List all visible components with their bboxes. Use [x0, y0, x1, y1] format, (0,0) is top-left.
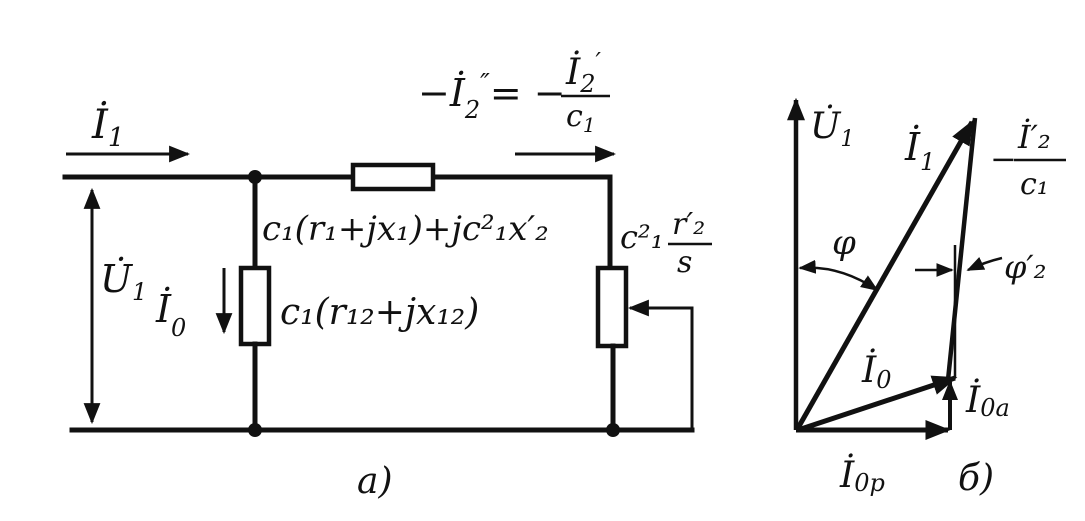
- label-phasor-u1: U̇1: [810, 105, 854, 152]
- rheostat-slider-wire: [633, 306, 694, 430]
- label-phi2: φ′₂: [1004, 248, 1047, 286]
- phasor-i0: [797, 375, 958, 433]
- caption-b: б): [958, 458, 994, 499]
- load-variable-resistor: [595, 265, 629, 349]
- angle-phi2-arrow-right: [966, 256, 1003, 272]
- caption-a: a): [357, 461, 393, 502]
- label-i2-double-prime: −İ2″= −: [418, 69, 566, 124]
- label-i0: İ0: [155, 287, 186, 342]
- label-load-numerator: r′₂: [672, 207, 705, 242]
- label-u1: U̇1: [100, 257, 147, 306]
- label-phasor-i0: İ0: [861, 349, 892, 394]
- label-series-impedance: c₁(r₁+jx₁)+jc²₁x′₂: [262, 209, 549, 249]
- series-impedance-resistor: [350, 162, 436, 192]
- label-phasor-i2-num: İ′₂: [1017, 118, 1051, 156]
- label-load-coefficient: c²₁: [620, 218, 664, 256]
- equivalent-circuit: İ1 −İ2″= − İ2′ c1 U̇1 İ0 c₁(r₁+jx₁)+jc²₁…: [62, 48, 712, 502]
- label-phasor-i0p: İ0p: [839, 454, 885, 497]
- angle-phi-arc: [798, 259, 879, 292]
- phasor-diagram: U̇1 İ1 − İ′₂ c₁ φ φ′₂ İ0 İ0a İ0p б): [787, 97, 1066, 499]
- shunt-impedance-resistor: [238, 265, 272, 347]
- label-phi: φ: [832, 223, 856, 263]
- label-phasor-i2-den: c₁: [1020, 167, 1049, 202]
- label-load-denominator: s: [677, 245, 692, 280]
- label-phasor-i0a: İ0a: [965, 379, 1010, 422]
- label-shunt-impedance: c₁(r₁₂+jx₁₂): [280, 292, 479, 333]
- label-c1-den: c1: [566, 99, 596, 137]
- phasor-i1: [795, 119, 975, 430]
- phasor-i2: [945, 117, 978, 381]
- label-phasor-i2-prefix: −: [990, 140, 1017, 178]
- label-phasor-i1: İ1: [904, 125, 935, 176]
- label-i1: İ1: [91, 101, 124, 153]
- label-i2-prime-num: İ2′: [565, 48, 602, 98]
